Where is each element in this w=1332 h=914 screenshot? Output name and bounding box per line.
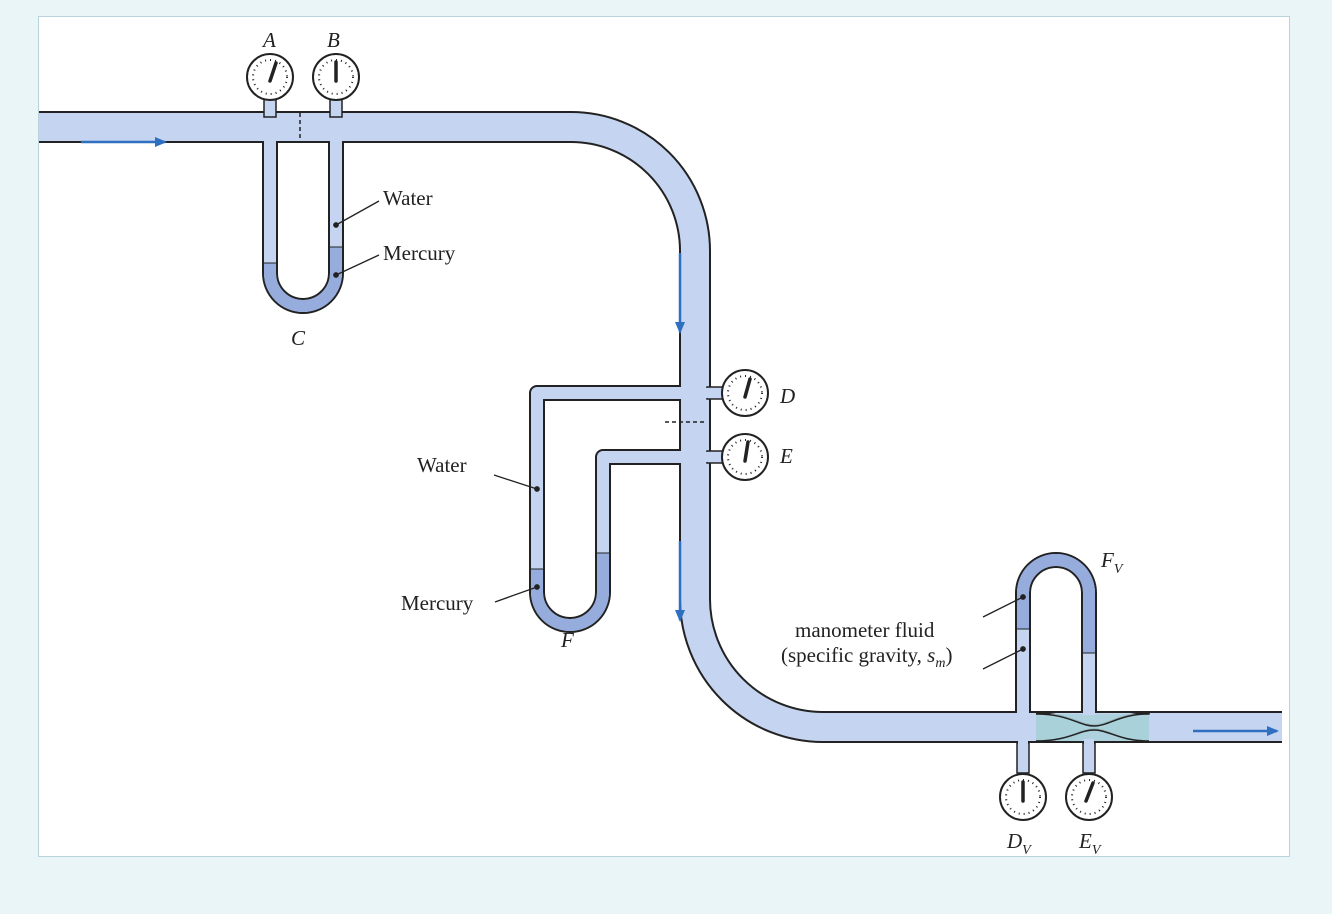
label-manometer-fluid: manometer fluid	[795, 618, 935, 642]
label-a: A	[261, 28, 276, 52]
label-mercury-mid: Mercury	[401, 591, 474, 615]
label-fv: FV	[1100, 548, 1124, 577]
pressure-gauge-dv	[999, 773, 1047, 821]
label-water-top: Water	[383, 186, 433, 210]
label-ev: EV	[1078, 829, 1102, 858]
u-tube-c	[262, 141, 344, 314]
label-specific-gravity: (specific gravity, sm)	[781, 643, 952, 671]
pressure-gauge-d	[721, 369, 769, 417]
label-c: C	[291, 326, 306, 350]
label-dv: DV	[1006, 829, 1032, 858]
pressure-gauge-b	[312, 53, 360, 101]
flow-diagram-panel: A B C D E F FV DV EV Water Mercury Water…	[38, 16, 1290, 858]
pressure-gauge-ev	[1065, 773, 1113, 821]
label-mercury-top: Mercury	[383, 241, 456, 265]
label-d: D	[779, 384, 795, 408]
leader-lines	[333, 200, 1026, 670]
inverted-u-tube-fv	[1015, 552, 1097, 713]
label-b: B	[327, 28, 340, 52]
label-e: E	[779, 444, 793, 468]
pipe-system-diagram: A B C D E F FV DV EV Water Mercury Water…	[39, 28, 1282, 858]
pressure-gauge-a	[246, 53, 294, 101]
label-f: F	[560, 628, 574, 652]
label-water-mid: Water	[417, 453, 467, 477]
pressure-gauge-e	[721, 433, 769, 481]
